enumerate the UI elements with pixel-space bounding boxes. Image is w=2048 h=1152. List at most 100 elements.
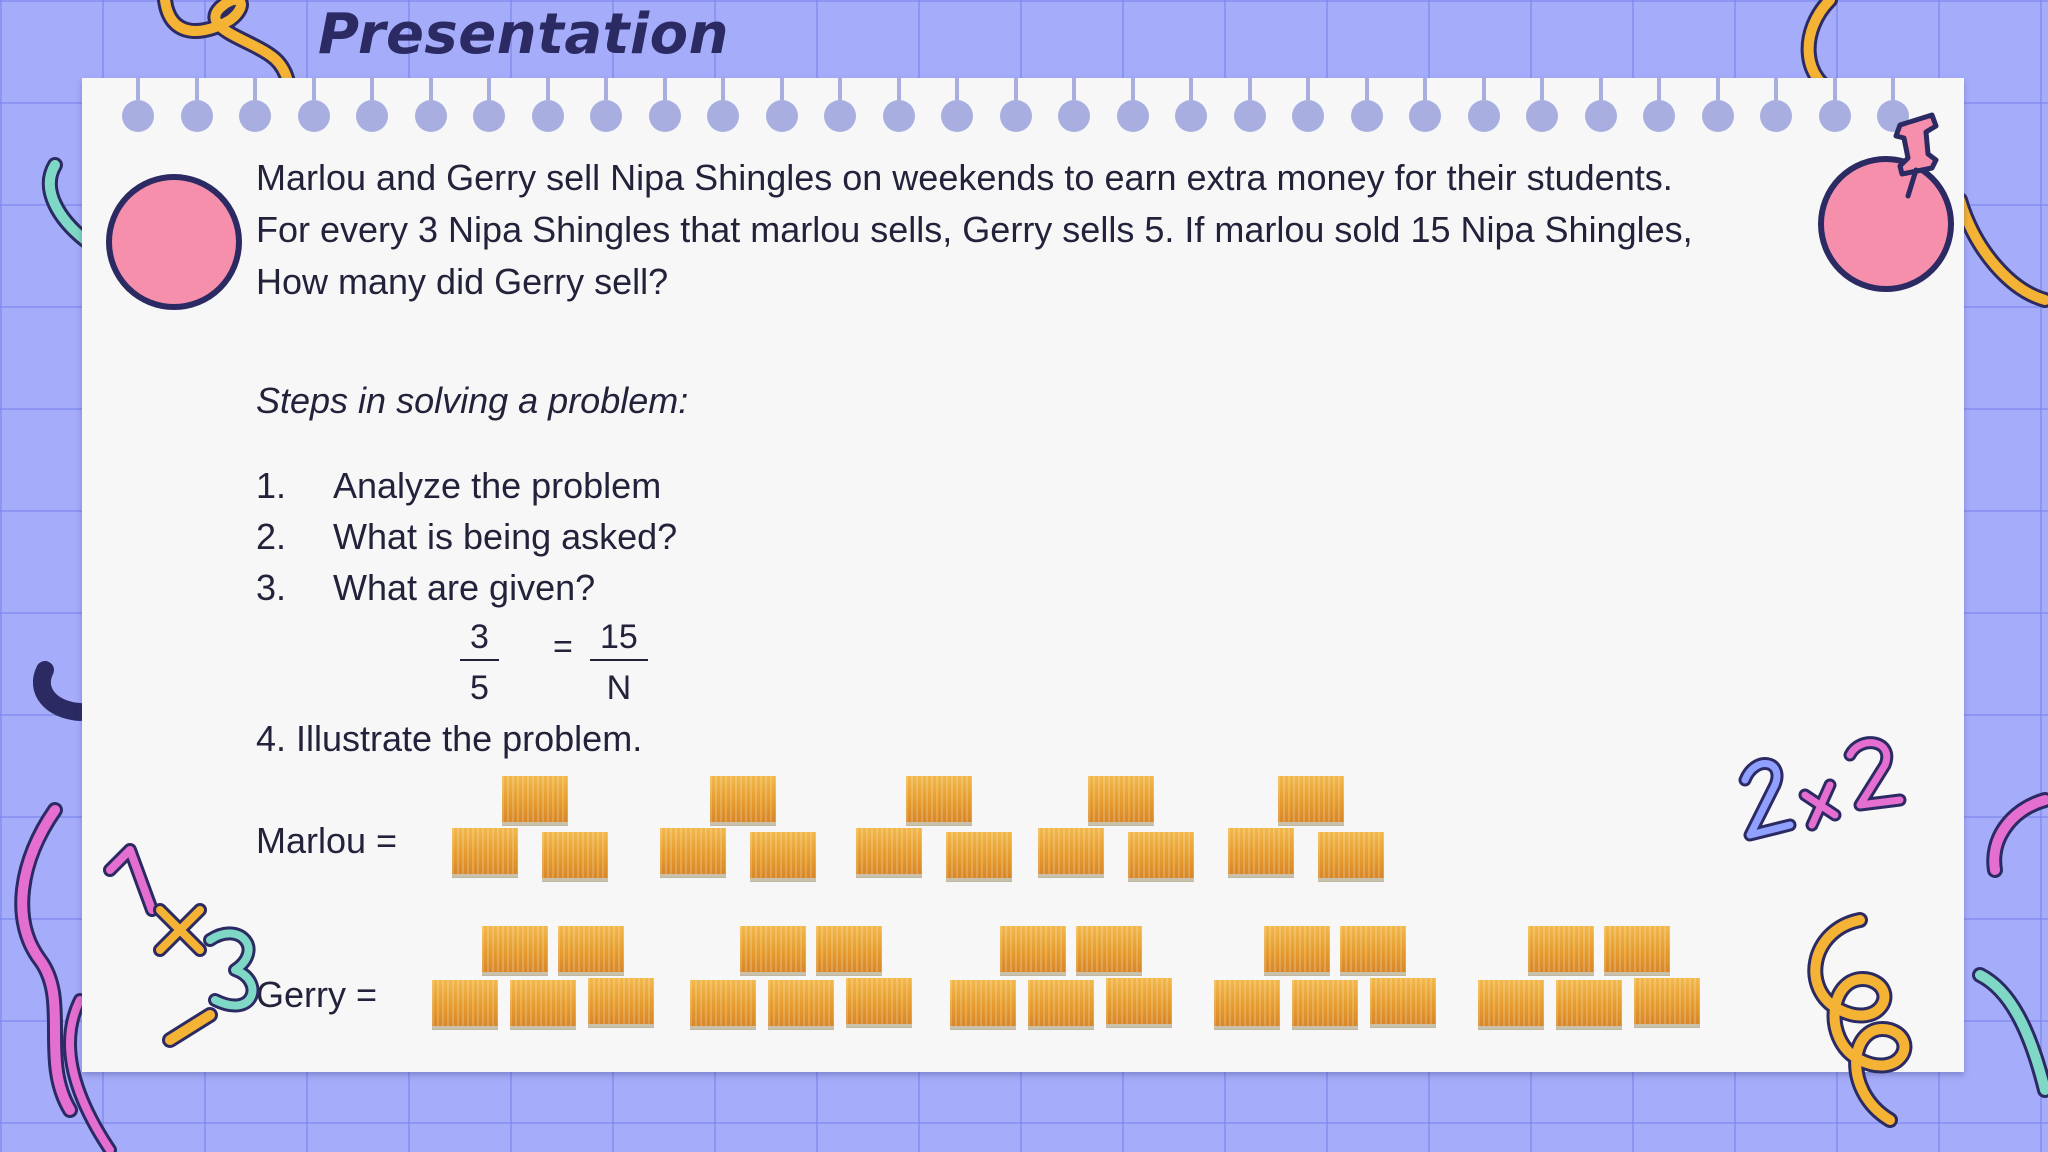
fraction-numerator: 15: [590, 618, 648, 661]
nipa-shingle: [1604, 926, 1670, 975]
spiral-hole: [999, 78, 1032, 132]
list-item: 2. What is being asked?: [256, 511, 677, 562]
step-text: What are given?: [333, 567, 596, 608]
nipa-shingle: [588, 978, 654, 1027]
spiral-hole: [531, 78, 564, 132]
nipa-shingle: [768, 980, 834, 1029]
marlou-label: Marlou =: [256, 820, 398, 861]
gerry-label: Gerry =: [256, 974, 378, 1015]
spiral-hole: [765, 78, 798, 132]
fraction-denominator: N: [606, 669, 632, 707]
spiral-hole: [1233, 78, 1266, 132]
spiral-hole: [1409, 78, 1441, 132]
nipa-shingle: [1076, 926, 1142, 975]
nipa-shingle: [432, 980, 498, 1029]
curly-streamer-decoration: [1807, 912, 1913, 1128]
spiral-hole: [1526, 78, 1558, 132]
fraction-left: 3 5: [460, 618, 499, 708]
spiral-hole: [648, 78, 681, 132]
nipa-shingle: [1000, 926, 1066, 975]
problem-line: How many did Gerry sell?: [256, 261, 669, 302]
spiral-hole: [239, 78, 271, 132]
nipa-shingle: [1292, 980, 1358, 1029]
steps-list: 1. Analyze the problem 2. What is being …: [256, 460, 677, 613]
nipa-shingle: [1106, 978, 1172, 1027]
nipa-shingle: [1228, 828, 1294, 877]
spiral-hole: [707, 78, 739, 132]
pushpin-icon: [1893, 112, 1939, 199]
nipa-shingle: [1478, 980, 1544, 1029]
step-number: 2.: [256, 516, 287, 557]
slide-title: Presentation: [318, 2, 729, 67]
nipa-shingle: [510, 980, 576, 1029]
list-item: 3. What are given?: [256, 562, 677, 613]
problem-line: For every 3 Nipa Shingles that marlou se…: [256, 209, 1693, 250]
spiral-hole: [122, 78, 154, 132]
nipa-shingle: [482, 926, 548, 975]
spiral-hole: [1350, 78, 1383, 132]
spiral-hole: [414, 78, 447, 132]
pink-circle-left: [106, 174, 242, 310]
spiral-hole: [473, 78, 505, 132]
fraction-denominator: 5: [470, 669, 489, 707]
spiral-hole: [1292, 78, 1324, 132]
step-number: 3.: [256, 567, 287, 608]
spiral-hole: [297, 78, 330, 132]
step-number: 1.: [256, 465, 287, 506]
spiral-hole: [882, 78, 915, 132]
problem-line: Marlou and Gerry sell Nipa Shingles on w…: [256, 157, 1673, 198]
fraction-right: 15 N: [590, 618, 648, 708]
nipa-shingle: [846, 978, 912, 1027]
spiral-hole: [180, 78, 213, 132]
nipa-shingle: [1556, 980, 1622, 1029]
spiral-hole: [1701, 78, 1734, 132]
nipa-shingle: [1634, 978, 1700, 1027]
nipa-shingle: [856, 828, 922, 877]
steps-heading: Steps in solving a problem:: [256, 380, 689, 421]
step-text: What is being asked?: [333, 516, 678, 557]
spiral-hole: [356, 78, 388, 132]
spiral-hole: [1116, 78, 1149, 132]
nipa-shingle: [660, 828, 726, 877]
list-item: 1. Analyze the problem: [256, 460, 677, 511]
step-four: 4. Illustrate the problem.: [256, 718, 643, 759]
nipa-shingle: [1528, 926, 1594, 975]
nipa-shingle: [710, 776, 776, 825]
spiral-hole: [1760, 78, 1792, 132]
spiral-hole: [941, 78, 973, 132]
nipa-shingle: [1214, 980, 1280, 1029]
equals-sign: =: [553, 628, 573, 666]
nipa-shingle: [1264, 926, 1330, 975]
nipa-shingle: [1038, 828, 1104, 877]
nipa-shingle: [690, 980, 756, 1029]
nipa-shingle: [950, 980, 1016, 1029]
nipa-shingle: [946, 832, 1012, 881]
nipa-shingle: [1318, 832, 1384, 881]
spiral-hole: [590, 78, 622, 132]
math-doodle-2-plus-2: [1738, 736, 1907, 842]
nipa-shingle: [816, 926, 882, 975]
nipa-shingle: [1370, 978, 1436, 1027]
math-doodle-1-plus-3: [103, 843, 260, 1048]
nipa-shingle: [542, 832, 608, 881]
nipa-shingle: [750, 832, 816, 881]
nipa-shingle: [1128, 832, 1194, 881]
spiral-hole: [1058, 78, 1090, 132]
nipa-shingle: [558, 926, 624, 975]
problem-statement: Marlou and Gerry sell Nipa Shingles on w…: [256, 152, 1816, 308]
spiral-hole: [1818, 78, 1851, 132]
spiral-hole: [1467, 78, 1500, 132]
spiral-hole: [1175, 78, 1207, 132]
nipa-shingle: [452, 828, 518, 877]
nipa-shingle: [740, 926, 806, 975]
spiral-hole: [824, 78, 856, 132]
nipa-shingle: [1088, 776, 1154, 825]
step-text: Analyze the problem: [333, 465, 662, 506]
nipa-shingle: [502, 776, 568, 825]
nipa-shingle: [1340, 926, 1406, 975]
nipa-shingle: [1028, 980, 1094, 1029]
spiral-hole: [1584, 78, 1617, 132]
spiral-holes: [82, 78, 1964, 138]
notebook-paper: [82, 78, 1964, 1072]
